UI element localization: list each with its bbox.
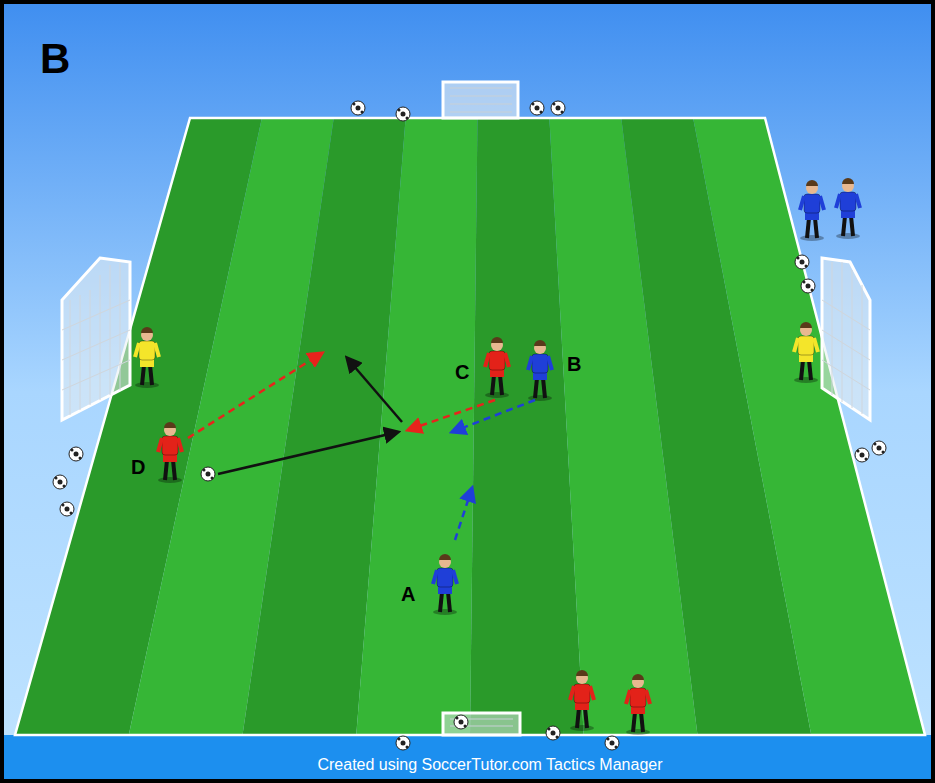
- soccer-ball: [351, 101, 365, 115]
- player-figure: [135, 327, 159, 388]
- soccer-ball: [605, 736, 619, 750]
- player-figure: [158, 422, 182, 483]
- soccer-ball: [454, 715, 468, 729]
- player-label: B: [567, 354, 581, 374]
- player-figure: [485, 337, 509, 398]
- player-figure: [800, 180, 824, 241]
- soccer-ball: [396, 107, 410, 121]
- watermark-caption: Created using SoccerTutor.com Tactics Ma…: [317, 757, 662, 773]
- bottom-band: [0, 735, 935, 783]
- soccer-ball: [201, 467, 215, 481]
- player-label: A: [401, 584, 415, 604]
- pitch-stripes: [15, 118, 925, 735]
- balls: [53, 101, 886, 750]
- soccer-ball: [546, 726, 560, 740]
- soccer-ball: [530, 101, 544, 115]
- soccer-ball: [872, 441, 886, 455]
- soccer-ball: [396, 736, 410, 750]
- goals: [62, 82, 870, 735]
- player-figure: [836, 178, 860, 239]
- player-figure: [626, 674, 650, 735]
- players: [135, 178, 860, 735]
- soccer-ball: [855, 448, 869, 462]
- soccer-ball: [53, 475, 67, 489]
- soccer-ball: [60, 502, 74, 516]
- soccer-ball: [801, 279, 815, 293]
- pitch-stripe: [693, 118, 925, 735]
- player-label: D: [131, 457, 145, 477]
- player-label: C: [455, 362, 469, 382]
- soccer-ball: [69, 447, 83, 461]
- pitch-outline: [15, 118, 925, 735]
- soccer-ball: [795, 255, 809, 269]
- player-figure: [528, 340, 552, 401]
- movement-arrows: [188, 353, 535, 540]
- diagram-title: B: [40, 38, 70, 80]
- player-figure: [794, 322, 818, 383]
- soccer-ball: [551, 101, 565, 115]
- pitch-stripe: [356, 118, 477, 735]
- player-figure: [433, 554, 457, 615]
- player-figure: [570, 670, 594, 731]
